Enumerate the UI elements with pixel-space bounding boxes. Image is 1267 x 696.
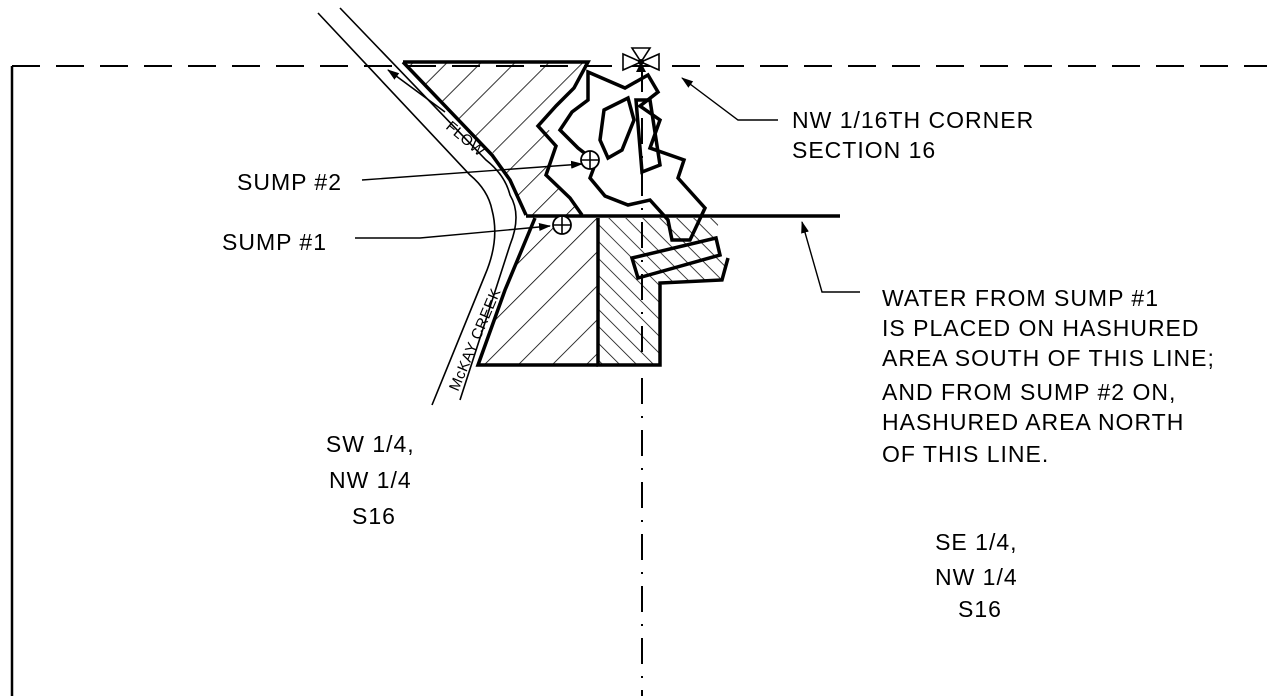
north-area-west-edge <box>401 60 528 216</box>
southeast-bar <box>629 235 723 281</box>
north-hashured-area <box>403 62 588 215</box>
north-area-outline <box>403 60 591 217</box>
sw-quarter-label: SW 1/4, NW 1/4 S16 <box>326 431 422 529</box>
sump-1-label: SUMP #1 <box>222 229 327 255</box>
southeast-hashured-area <box>598 218 730 365</box>
sump2-leader <box>361 160 583 181</box>
note-leader <box>801 221 860 293</box>
south-area-outline <box>475 217 598 367</box>
corner-label: NW 1/16TH CORNER SECTION 16 <box>792 107 1042 163</box>
sump-2-label: SUMP #2 <box>237 169 342 195</box>
center-inner-wall <box>598 95 636 161</box>
south-hashured-area <box>478 218 598 365</box>
se-quarter-label: SE 1/4, NW 1/4 S16 <box>935 529 1025 622</box>
note-text: WATER FROM SUMP #1 IS PLACED ON HASHURED… <box>882 285 1222 467</box>
survey-corner-monument-icon <box>622 47 660 72</box>
creek-bank-right <box>339 7 517 401</box>
center-ramp <box>634 98 662 175</box>
flow-arrow-icon <box>387 69 446 113</box>
creek-bank-left <box>317 12 496 406</box>
sump-1-symbol-icon <box>552 215 572 235</box>
sump-2-symbol-icon <box>580 150 600 170</box>
southeast-area-outline <box>596 218 730 367</box>
corner-leader <box>681 77 778 121</box>
sump1-leader <box>355 223 551 239</box>
